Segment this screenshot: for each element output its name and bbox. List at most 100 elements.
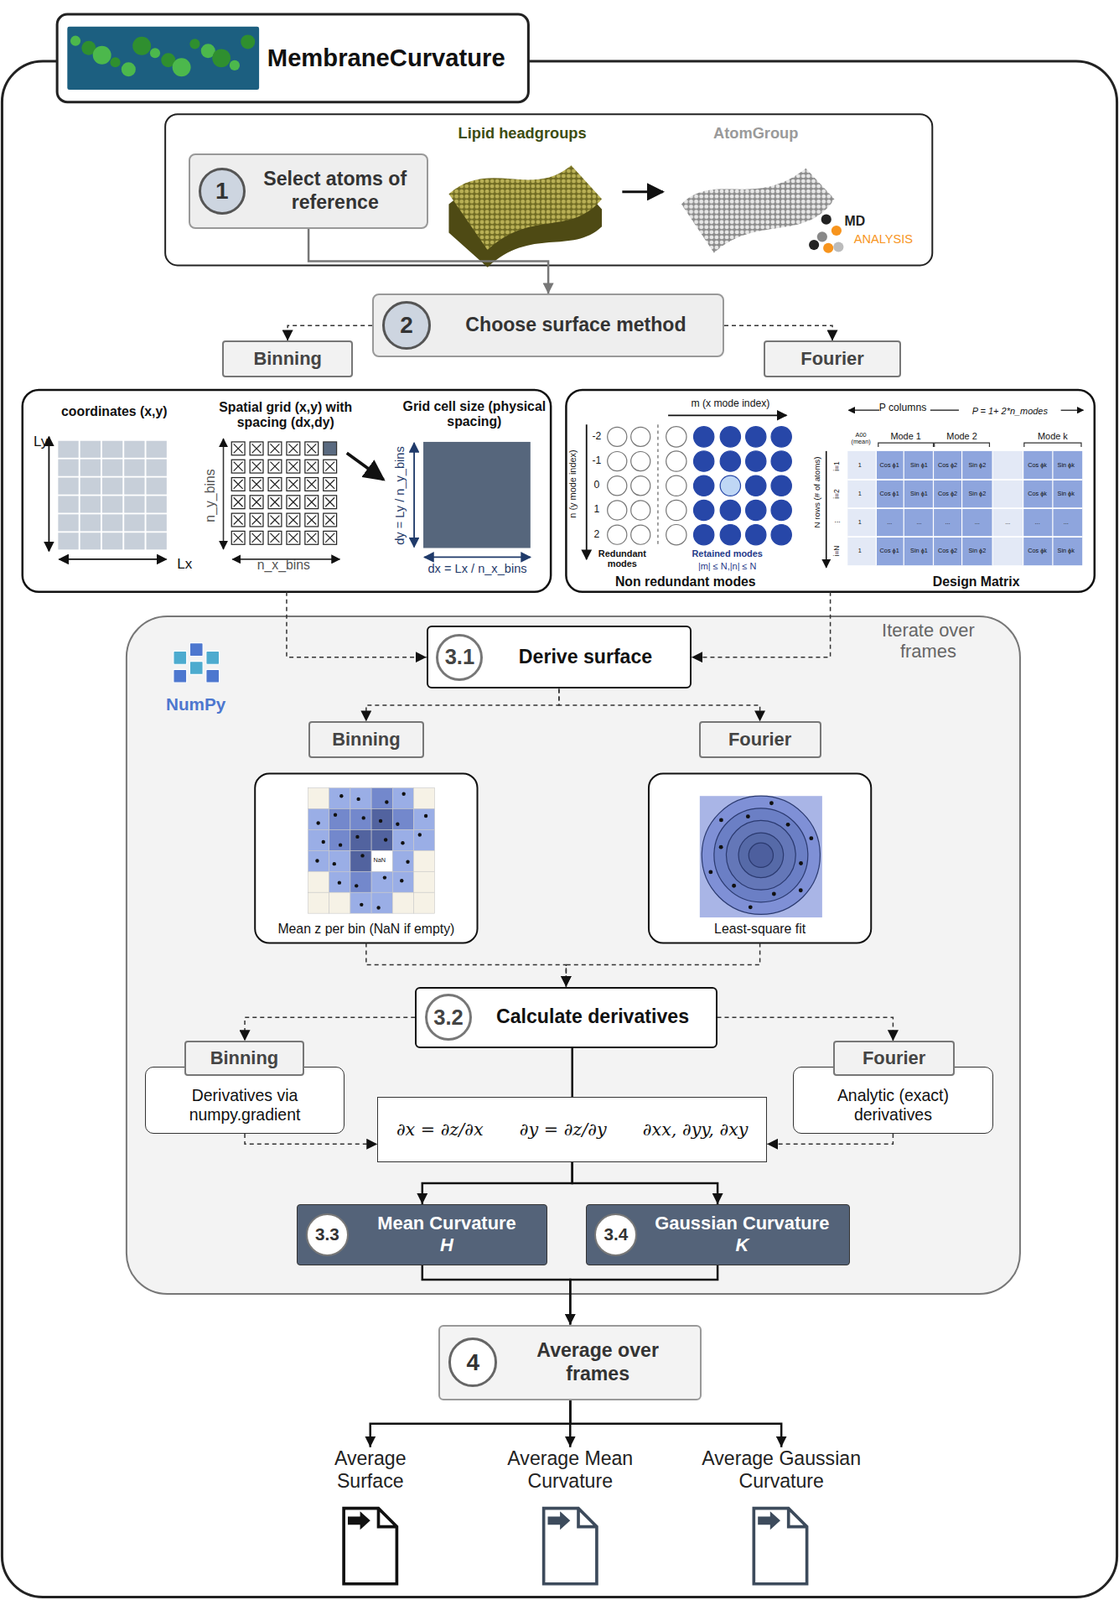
drawn-line xyxy=(233,533,244,543)
shape xyxy=(371,849,393,871)
formula: ∂x = ∂z/∂x xyxy=(396,1119,484,1140)
shape xyxy=(329,787,351,809)
drawn-line xyxy=(269,497,280,507)
annotation-label: 0 xyxy=(594,480,601,492)
mode-dot xyxy=(694,499,715,520)
membrane-icon xyxy=(121,62,136,77)
callout-number: 1 xyxy=(215,177,229,205)
callout-number: 3.4 xyxy=(603,1223,628,1244)
output-label: Average Gaussian Curvature xyxy=(681,1446,882,1494)
step-label: Choose surface method xyxy=(437,313,715,337)
drawn-line xyxy=(875,450,877,565)
shape xyxy=(57,440,78,458)
callout-circle: 2 xyxy=(382,300,431,350)
method-tab: Fourier xyxy=(728,728,792,751)
callout-number: 2 xyxy=(399,311,414,339)
atomgroup-sheet xyxy=(681,168,835,254)
mode-dot xyxy=(666,426,687,447)
file-icon xyxy=(543,1507,597,1584)
file-box: Average Surface xyxy=(305,1446,435,1508)
drawn-line xyxy=(233,479,244,489)
shape xyxy=(371,870,393,892)
matrix-cell: 1 xyxy=(858,461,862,469)
shape xyxy=(413,891,435,913)
shape xyxy=(699,795,823,917)
drawn-line xyxy=(288,461,298,472)
connector xyxy=(572,1161,718,1204)
shape xyxy=(231,512,245,527)
tab-box: Binning xyxy=(308,720,425,758)
drawn-line xyxy=(325,461,335,472)
shape xyxy=(392,787,414,809)
drawn-line xyxy=(233,497,244,507)
shape xyxy=(80,495,101,513)
method-tab: Binning xyxy=(331,728,400,751)
drawn-line xyxy=(288,443,298,453)
panel-heading: Lipid headgroups xyxy=(424,124,619,142)
drawn-line xyxy=(347,452,384,480)
shape xyxy=(249,477,264,492)
annotation-label: N rows (# of atoms) xyxy=(812,455,822,528)
shape xyxy=(286,530,301,544)
numpy-logo xyxy=(189,642,203,657)
output-label: Average Mean Curvature xyxy=(487,1446,653,1494)
img-box: Least-square fit xyxy=(648,772,871,943)
drawn-line xyxy=(233,515,244,525)
shape xyxy=(308,849,330,871)
matrix-cell: Cos ϕk xyxy=(1027,490,1047,498)
numpy-logo xyxy=(206,668,220,683)
tabbox-box: Analytic (exact) derivativesFourier xyxy=(792,1040,995,1134)
matrix-cell: Cos ϕ1 xyxy=(880,547,900,555)
mode-dot xyxy=(746,499,767,520)
drawn-line xyxy=(991,450,993,565)
drawn-line xyxy=(306,533,317,543)
annotation-label: m (x mode index) xyxy=(690,398,770,410)
matrix-cell: Cos ϕ1 xyxy=(880,490,900,498)
step-box: 2 Choose surface method xyxy=(372,293,725,357)
drawn-line xyxy=(413,442,415,547)
membrane-icon xyxy=(240,34,255,49)
shape xyxy=(323,477,337,492)
connector xyxy=(308,228,549,295)
drawn-line xyxy=(233,533,244,543)
shape xyxy=(305,459,319,473)
shape xyxy=(305,530,319,544)
mode-dot xyxy=(771,426,792,447)
matrix-cell: Sin ϕ1 xyxy=(910,461,928,469)
drawn-line xyxy=(668,414,787,416)
method-tab: Fourier xyxy=(800,347,864,370)
drawn-line xyxy=(222,438,225,549)
annotation-label: Mode k xyxy=(1037,430,1068,441)
shape xyxy=(124,532,145,550)
membrane-icon xyxy=(70,36,81,47)
drawn-line xyxy=(325,461,335,472)
matrix-cell: Sin ϕk xyxy=(1057,490,1075,498)
membrane-icon xyxy=(150,47,161,58)
mdanalysis-logo xyxy=(823,243,834,254)
drawn-line xyxy=(1051,450,1053,565)
shape xyxy=(286,477,301,492)
drawn-line xyxy=(621,190,664,193)
tab-box: Fourier xyxy=(763,340,901,378)
shape xyxy=(371,891,393,913)
method-box: Analytic (exact) derivatives xyxy=(792,1066,995,1134)
drawn-line xyxy=(288,515,298,525)
drawn-line xyxy=(932,450,934,565)
annotation-label: 1 xyxy=(594,504,601,516)
step-text: Choose surface method xyxy=(430,313,715,337)
matrix-cell: ... xyxy=(1035,518,1041,526)
shape xyxy=(350,849,372,871)
drawn-line xyxy=(306,479,317,489)
shape xyxy=(268,512,282,527)
connector xyxy=(244,1133,378,1144)
mode-dot xyxy=(771,499,792,520)
lipid-sheet xyxy=(448,165,602,250)
shape xyxy=(57,495,78,513)
mode-dot xyxy=(666,524,687,545)
shape xyxy=(371,808,393,829)
shape xyxy=(413,808,435,829)
drawn-line xyxy=(252,461,262,472)
mode-dot xyxy=(771,450,792,472)
annotation-label: NaN xyxy=(373,856,386,864)
